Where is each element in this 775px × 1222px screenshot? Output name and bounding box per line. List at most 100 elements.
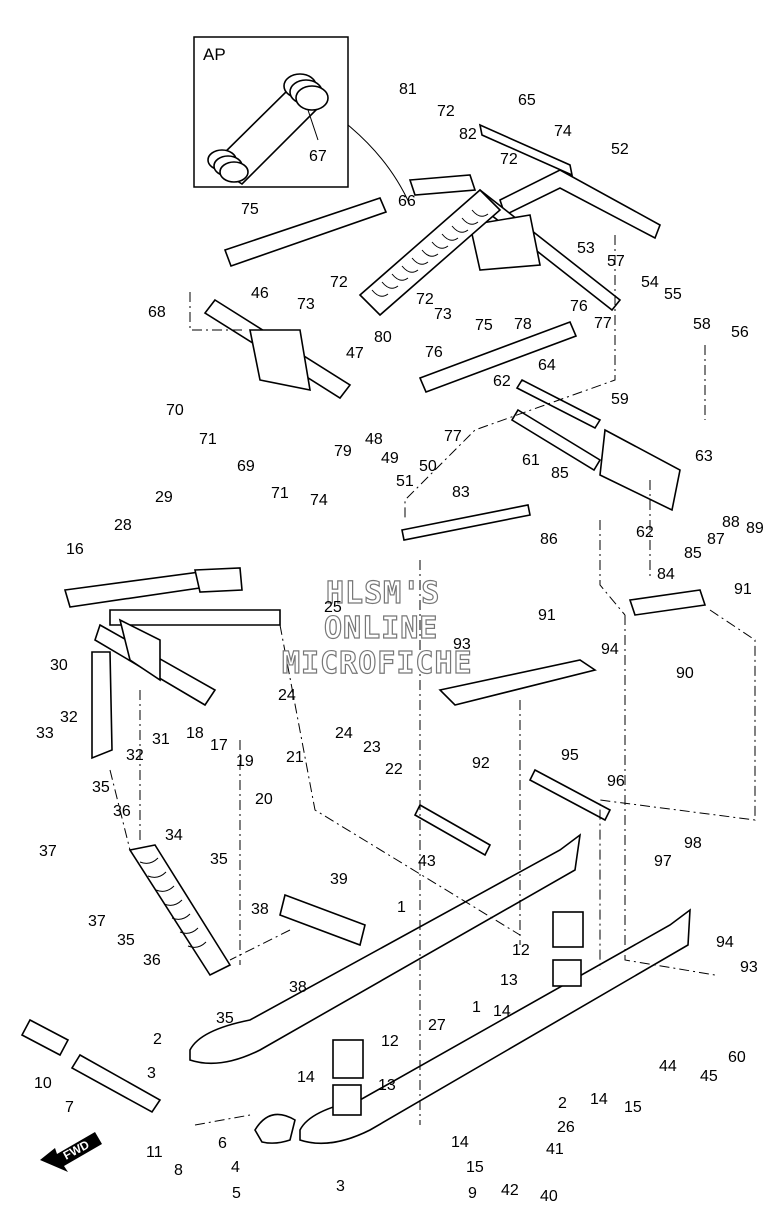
- callout-98: 98: [684, 835, 702, 852]
- watermark-line-2: ONLINE: [324, 611, 438, 646]
- callout-39: 39: [330, 871, 348, 888]
- callout-37-2: 37: [88, 913, 106, 930]
- rear-arm-assembly: [408, 123, 661, 312]
- callout-15-1: 15: [624, 1099, 642, 1116]
- slider-12-lower: [332, 1039, 364, 1079]
- shaft-95: [528, 768, 612, 822]
- callout-76-1: 76: [570, 298, 588, 315]
- callout-14-4: 14: [451, 1134, 469, 1151]
- callout-88: 88: [722, 514, 740, 531]
- callout-47: 47: [346, 345, 364, 362]
- callout-51: 51: [396, 473, 414, 490]
- callout-13-2: 13: [378, 1077, 396, 1094]
- callout-18: 18: [186, 725, 204, 742]
- watermark-line-3: MICROFICHE: [282, 646, 473, 681]
- callout-7: 7: [65, 1099, 74, 1116]
- callout-84: 84: [657, 566, 675, 583]
- callout-21: 21: [286, 749, 304, 766]
- callout-54: 54: [641, 274, 659, 291]
- callout-46: 46: [251, 285, 269, 302]
- callout-31: 31: [152, 731, 170, 748]
- callout-14-3: 14: [590, 1091, 608, 1108]
- callout-9: 9: [468, 1185, 477, 1202]
- callout-24-1: 24: [278, 687, 296, 704]
- callout-62-1: 62: [493, 373, 511, 390]
- part-4: [254, 1113, 296, 1144]
- bracket-30: [91, 651, 113, 760]
- callout-79: 79: [334, 443, 352, 460]
- callout-28: 28: [114, 517, 132, 534]
- callout-36-2: 36: [143, 952, 161, 969]
- callout-16: 16: [66, 541, 84, 558]
- callout-12-2: 12: [381, 1033, 399, 1050]
- boot-bellows: [207, 73, 329, 186]
- callout-4: 4: [231, 1159, 240, 1176]
- ap-inset-label: AP: [203, 45, 226, 64]
- callout-82: 82: [459, 126, 477, 143]
- shaft-61: [510, 408, 602, 472]
- callout-80: 80: [374, 329, 392, 346]
- front-arm-upper: [203, 298, 352, 400]
- callout-66: 66: [398, 193, 416, 210]
- slide-rail-left: [189, 833, 582, 1065]
- callout-78: 78: [514, 316, 532, 333]
- fwd-direction-arrow: FWD: [40, 1132, 102, 1172]
- callout-61: 61: [522, 452, 540, 469]
- callout-19: 19: [236, 753, 254, 770]
- callout-36-1: 36: [113, 803, 131, 820]
- callout-1-2: 1: [472, 999, 481, 1016]
- callout-29: 29: [155, 489, 173, 506]
- callout-52: 52: [611, 141, 629, 158]
- ap-inset: AP: [193, 36, 349, 188]
- callout-3-2: 3: [336, 1178, 345, 1195]
- callout-43: 43: [418, 853, 436, 870]
- callout-35-1: 35: [92, 779, 110, 796]
- callout-77-2: 77: [444, 428, 462, 445]
- callout-38-1: 38: [251, 901, 269, 918]
- bracket-59: [599, 428, 681, 512]
- callout-20: 20: [255, 791, 273, 808]
- callout-73-2: 73: [434, 306, 452, 323]
- slider-13-upper: [552, 959, 582, 987]
- callout-60: 60: [728, 1049, 746, 1066]
- callout-75-2: 75: [475, 317, 493, 334]
- callout-71-2: 71: [271, 485, 289, 502]
- callout-90: 90: [676, 665, 694, 682]
- callout-69: 69: [237, 458, 255, 475]
- shock-94: [438, 659, 597, 706]
- callout-64: 64: [538, 357, 556, 374]
- callout-40: 40: [540, 1188, 558, 1205]
- callout-45: 45: [700, 1068, 718, 1085]
- callout-5: 5: [232, 1185, 241, 1202]
- callout-87: 87: [707, 531, 725, 548]
- callout-86: 86: [540, 531, 558, 548]
- callout-67: 67: [309, 148, 327, 165]
- callout-42: 42: [501, 1182, 519, 1199]
- callout-58: 58: [693, 316, 711, 333]
- shaft-7: [70, 1053, 162, 1114]
- callout-23: 23: [363, 739, 381, 756]
- callout-68: 68: [148, 304, 166, 321]
- callout-72-3: 72: [330, 274, 348, 291]
- callout-71-1: 71: [199, 431, 217, 448]
- link-rod-upper: [223, 197, 388, 268]
- callout-35-4: 35: [216, 1010, 234, 1027]
- callout-59: 59: [611, 391, 629, 408]
- callout-30: 30: [50, 657, 68, 674]
- callout-25: 25: [324, 599, 342, 616]
- callout-37-1: 37: [39, 843, 57, 860]
- callout-49: 49: [381, 450, 399, 467]
- front-shock-absorber: [128, 844, 232, 977]
- callout-85-1: 85: [551, 465, 569, 482]
- front-arm-frame: [63, 567, 281, 707]
- callout-93-1: 93: [453, 636, 471, 653]
- callout-48: 48: [365, 431, 383, 448]
- callout-15-2: 15: [466, 1159, 484, 1176]
- reference-lines: [109, 235, 756, 1126]
- callout-27: 27: [428, 1017, 446, 1034]
- callout-89: 89: [746, 520, 764, 537]
- callout-63: 63: [695, 448, 713, 465]
- callout-2-1: 2: [153, 1031, 162, 1048]
- callout-32-1: 32: [60, 709, 78, 726]
